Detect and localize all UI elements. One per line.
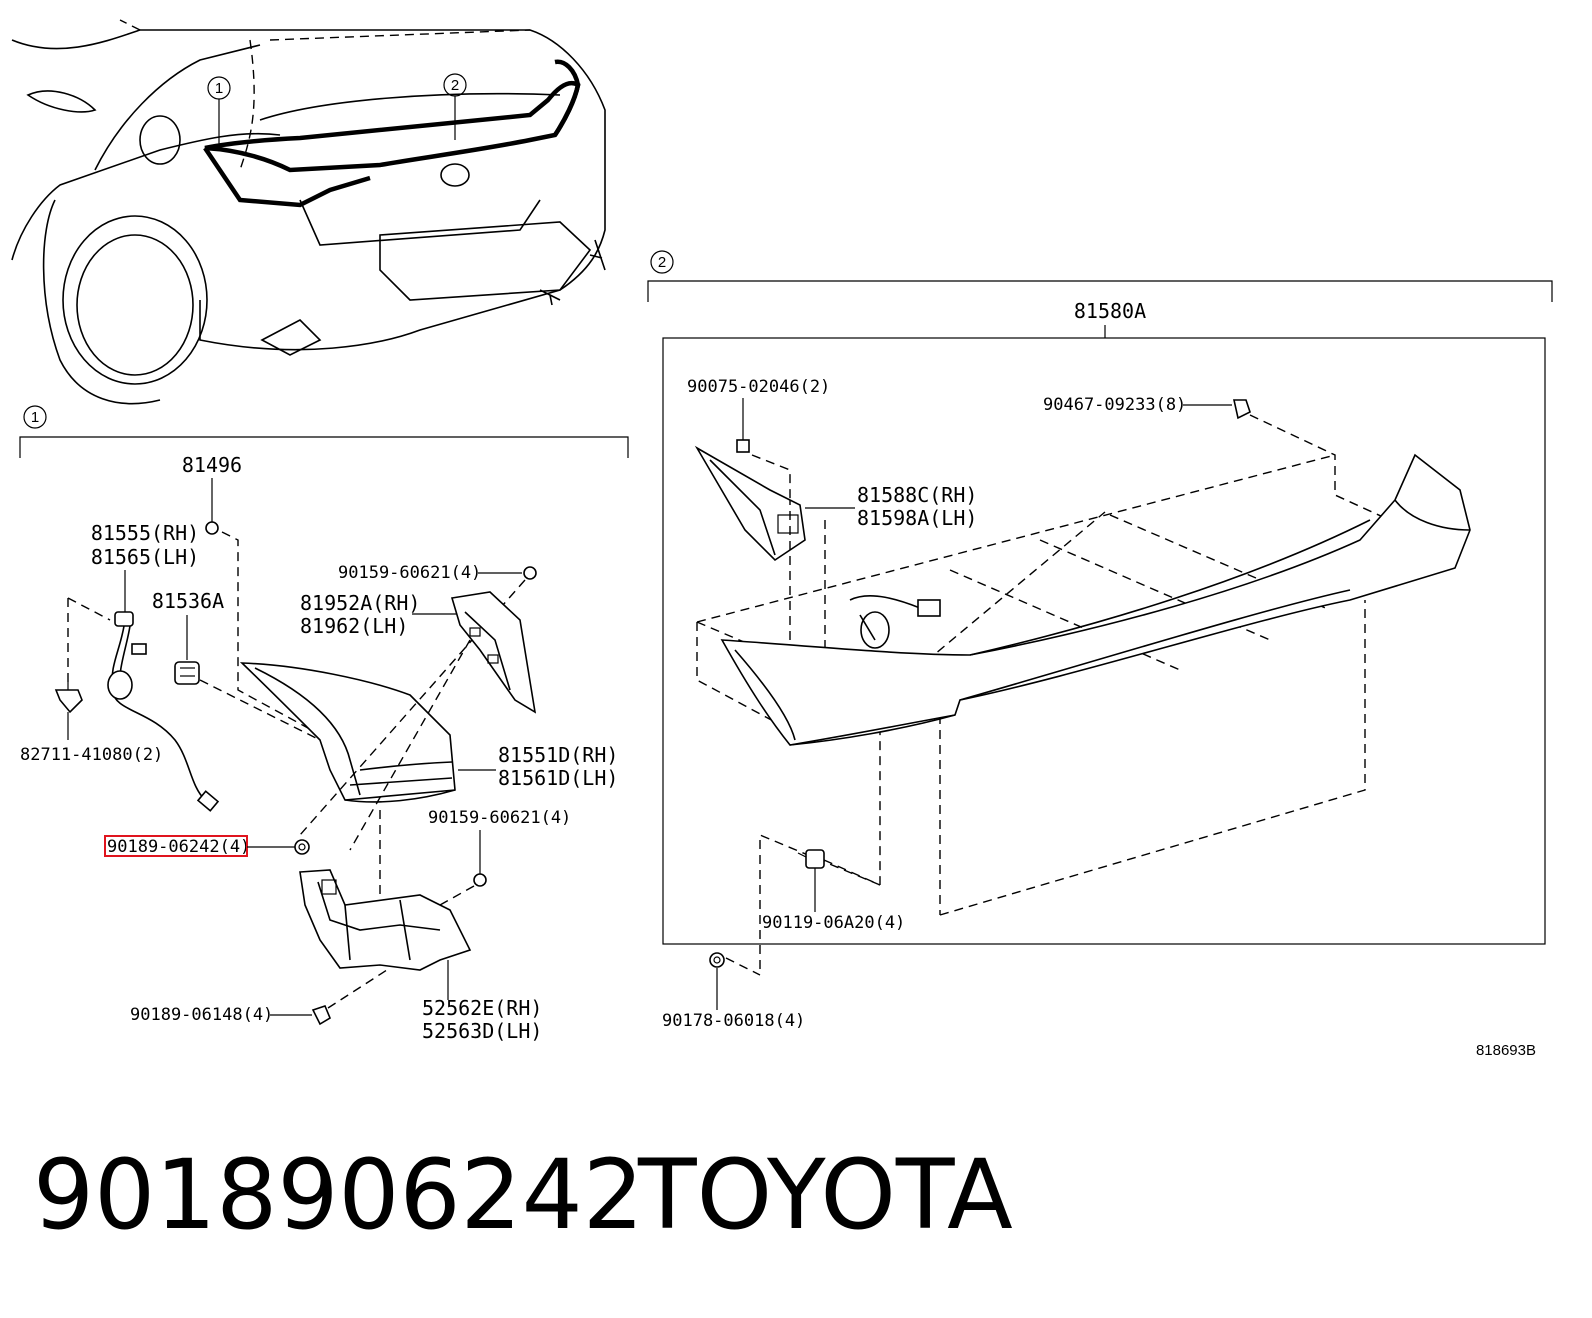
label-81580: 81580A [1074, 299, 1146, 323]
label-81536: 81536A [152, 589, 224, 613]
label-81555: 81555(RH) [91, 521, 199, 545]
grommet-81496 [205, 521, 219, 535]
clip-90467 [1233, 399, 1251, 420]
footer-brand: TOYOTA [638, 1139, 1013, 1251]
screw-90075 [736, 439, 750, 453]
clip-82711 [54, 682, 83, 714]
label-52563: 52563D(LH) [422, 1019, 542, 1043]
label-81952: 81952A(RH) [300, 591, 420, 615]
label-81565: 81565(LH) [91, 545, 199, 569]
nut-90159-top [523, 566, 537, 580]
label-52562: 52562E(RH) [422, 996, 542, 1020]
label-81496: 81496 [182, 453, 242, 477]
label-81551: 81551D(RH) [498, 743, 618, 767]
assembly-box-81580A [662, 337, 1546, 945]
nut-90159-bottom [473, 873, 487, 887]
wire-grommet [849, 595, 941, 649]
label-90189-06148: 90189-06148(4) [130, 1005, 273, 1025]
label-90159-bottom: 90159-60621(4) [428, 808, 571, 828]
label-82711: 82711-41080(2) [20, 745, 163, 765]
section-2-garnish: 2 81580A 90075-02046(2) 90467-09233(8) 8… [647, 250, 1553, 1031]
label-90159-top: 90159-60621(4) [338, 563, 481, 583]
bracket-81952A [450, 591, 537, 714]
label-81598: 81598A(LH) [857, 506, 977, 530]
label-81588: 81588C(RH) [857, 483, 977, 507]
callout-2-overview: 2 [451, 77, 459, 94]
section-2-callout: 2 [658, 254, 666, 271]
screw-90189-06148 [311, 1005, 332, 1026]
section-1-callout: 1 [31, 409, 39, 426]
callout-1-overview: 1 [215, 80, 223, 97]
bracket-52562E [299, 869, 472, 971]
label-90178: 90178-06018(4) [662, 1011, 805, 1031]
wire-harness-81555 [107, 611, 220, 812]
section-1-tail-lamp: 1 81496 81555(RH) 81565(LH) 81536A [19, 405, 629, 1043]
bulb-81536 [174, 661, 200, 685]
label-90189-06242: 90189-06242(4) [107, 837, 250, 857]
tail-lamp-81551D [239, 662, 456, 803]
label-81561: 81561D(LH) [498, 766, 618, 790]
label-90119: 90119-06A20(4) [762, 913, 905, 933]
label-90075: 90075-02046(2) [687, 377, 830, 397]
clip-90119 [797, 849, 825, 869]
nut-90189-06242 [294, 839, 310, 855]
clip-90178 [709, 952, 725, 968]
garnish-81588C [694, 445, 806, 562]
footer-part-number: 9018906242 [33, 1139, 644, 1251]
rear-garnish-panel [720, 453, 1471, 746]
label-90467: 90467-09233(8) [1043, 395, 1186, 415]
label-81962: 81962(LH) [300, 614, 408, 638]
car-rear-illustration: 1 2 [11, 19, 606, 405]
highlight-box [104, 835, 248, 857]
diagram-code: 818693B [1476, 1042, 1536, 1059]
